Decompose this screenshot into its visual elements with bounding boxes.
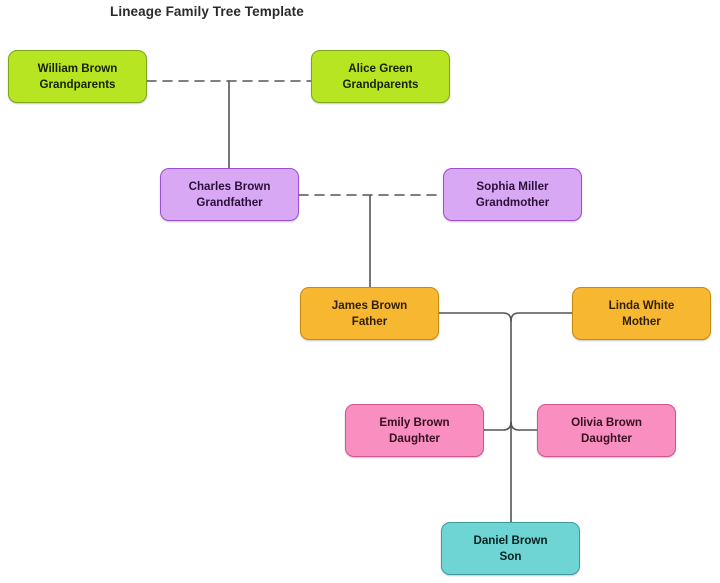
node-role: Son <box>499 549 522 563</box>
node-name: Linda White <box>608 299 675 313</box>
node-role: Grandfather <box>196 195 263 209</box>
node-role: Grandparents <box>39 77 116 91</box>
node-william[interactable]: William Brown Grandparents <box>8 50 147 103</box>
edge-linda-junction <box>510 312 573 322</box>
node-name: Daniel Brown <box>473 534 548 548</box>
node-name: Emily Brown <box>379 416 450 430</box>
node-name: Olivia Brown <box>571 416 642 430</box>
node-role: Daughter <box>581 431 632 445</box>
edge-james-junction <box>438 312 512 322</box>
node-james[interactable]: James Brown Father <box>300 287 439 340</box>
node-daniel[interactable]: Daniel Brown Son <box>441 522 580 575</box>
node-alice[interactable]: Alice Green Grandparents <box>311 50 450 103</box>
node-charles[interactable]: Charles Brown Grandfather <box>160 168 299 221</box>
page-title: Lineage Family Tree Template <box>110 4 304 19</box>
node-role: Mother <box>622 314 661 328</box>
node-sophia[interactable]: Sophia Miller Grandmother <box>443 168 582 221</box>
node-olivia[interactable]: Olivia Brown Daughter <box>537 404 676 457</box>
node-name: Sophia Miller <box>476 180 549 194</box>
edge-junction-olivia <box>510 421 538 431</box>
node-linda[interactable]: Linda White Mother <box>572 287 711 340</box>
edge-junction-emily <box>483 421 512 431</box>
node-role: Daughter <box>389 431 440 445</box>
node-name: Alice Green <box>348 62 413 76</box>
node-role: Grandmother <box>475 195 550 209</box>
node-emily[interactable]: Emily Brown Daughter <box>345 404 484 457</box>
node-name: James Brown <box>331 299 408 313</box>
node-role: Father <box>351 314 388 328</box>
node-name: William Brown <box>37 62 118 76</box>
node-role: Grandparents <box>342 77 419 91</box>
node-name: Charles Brown <box>188 180 271 194</box>
